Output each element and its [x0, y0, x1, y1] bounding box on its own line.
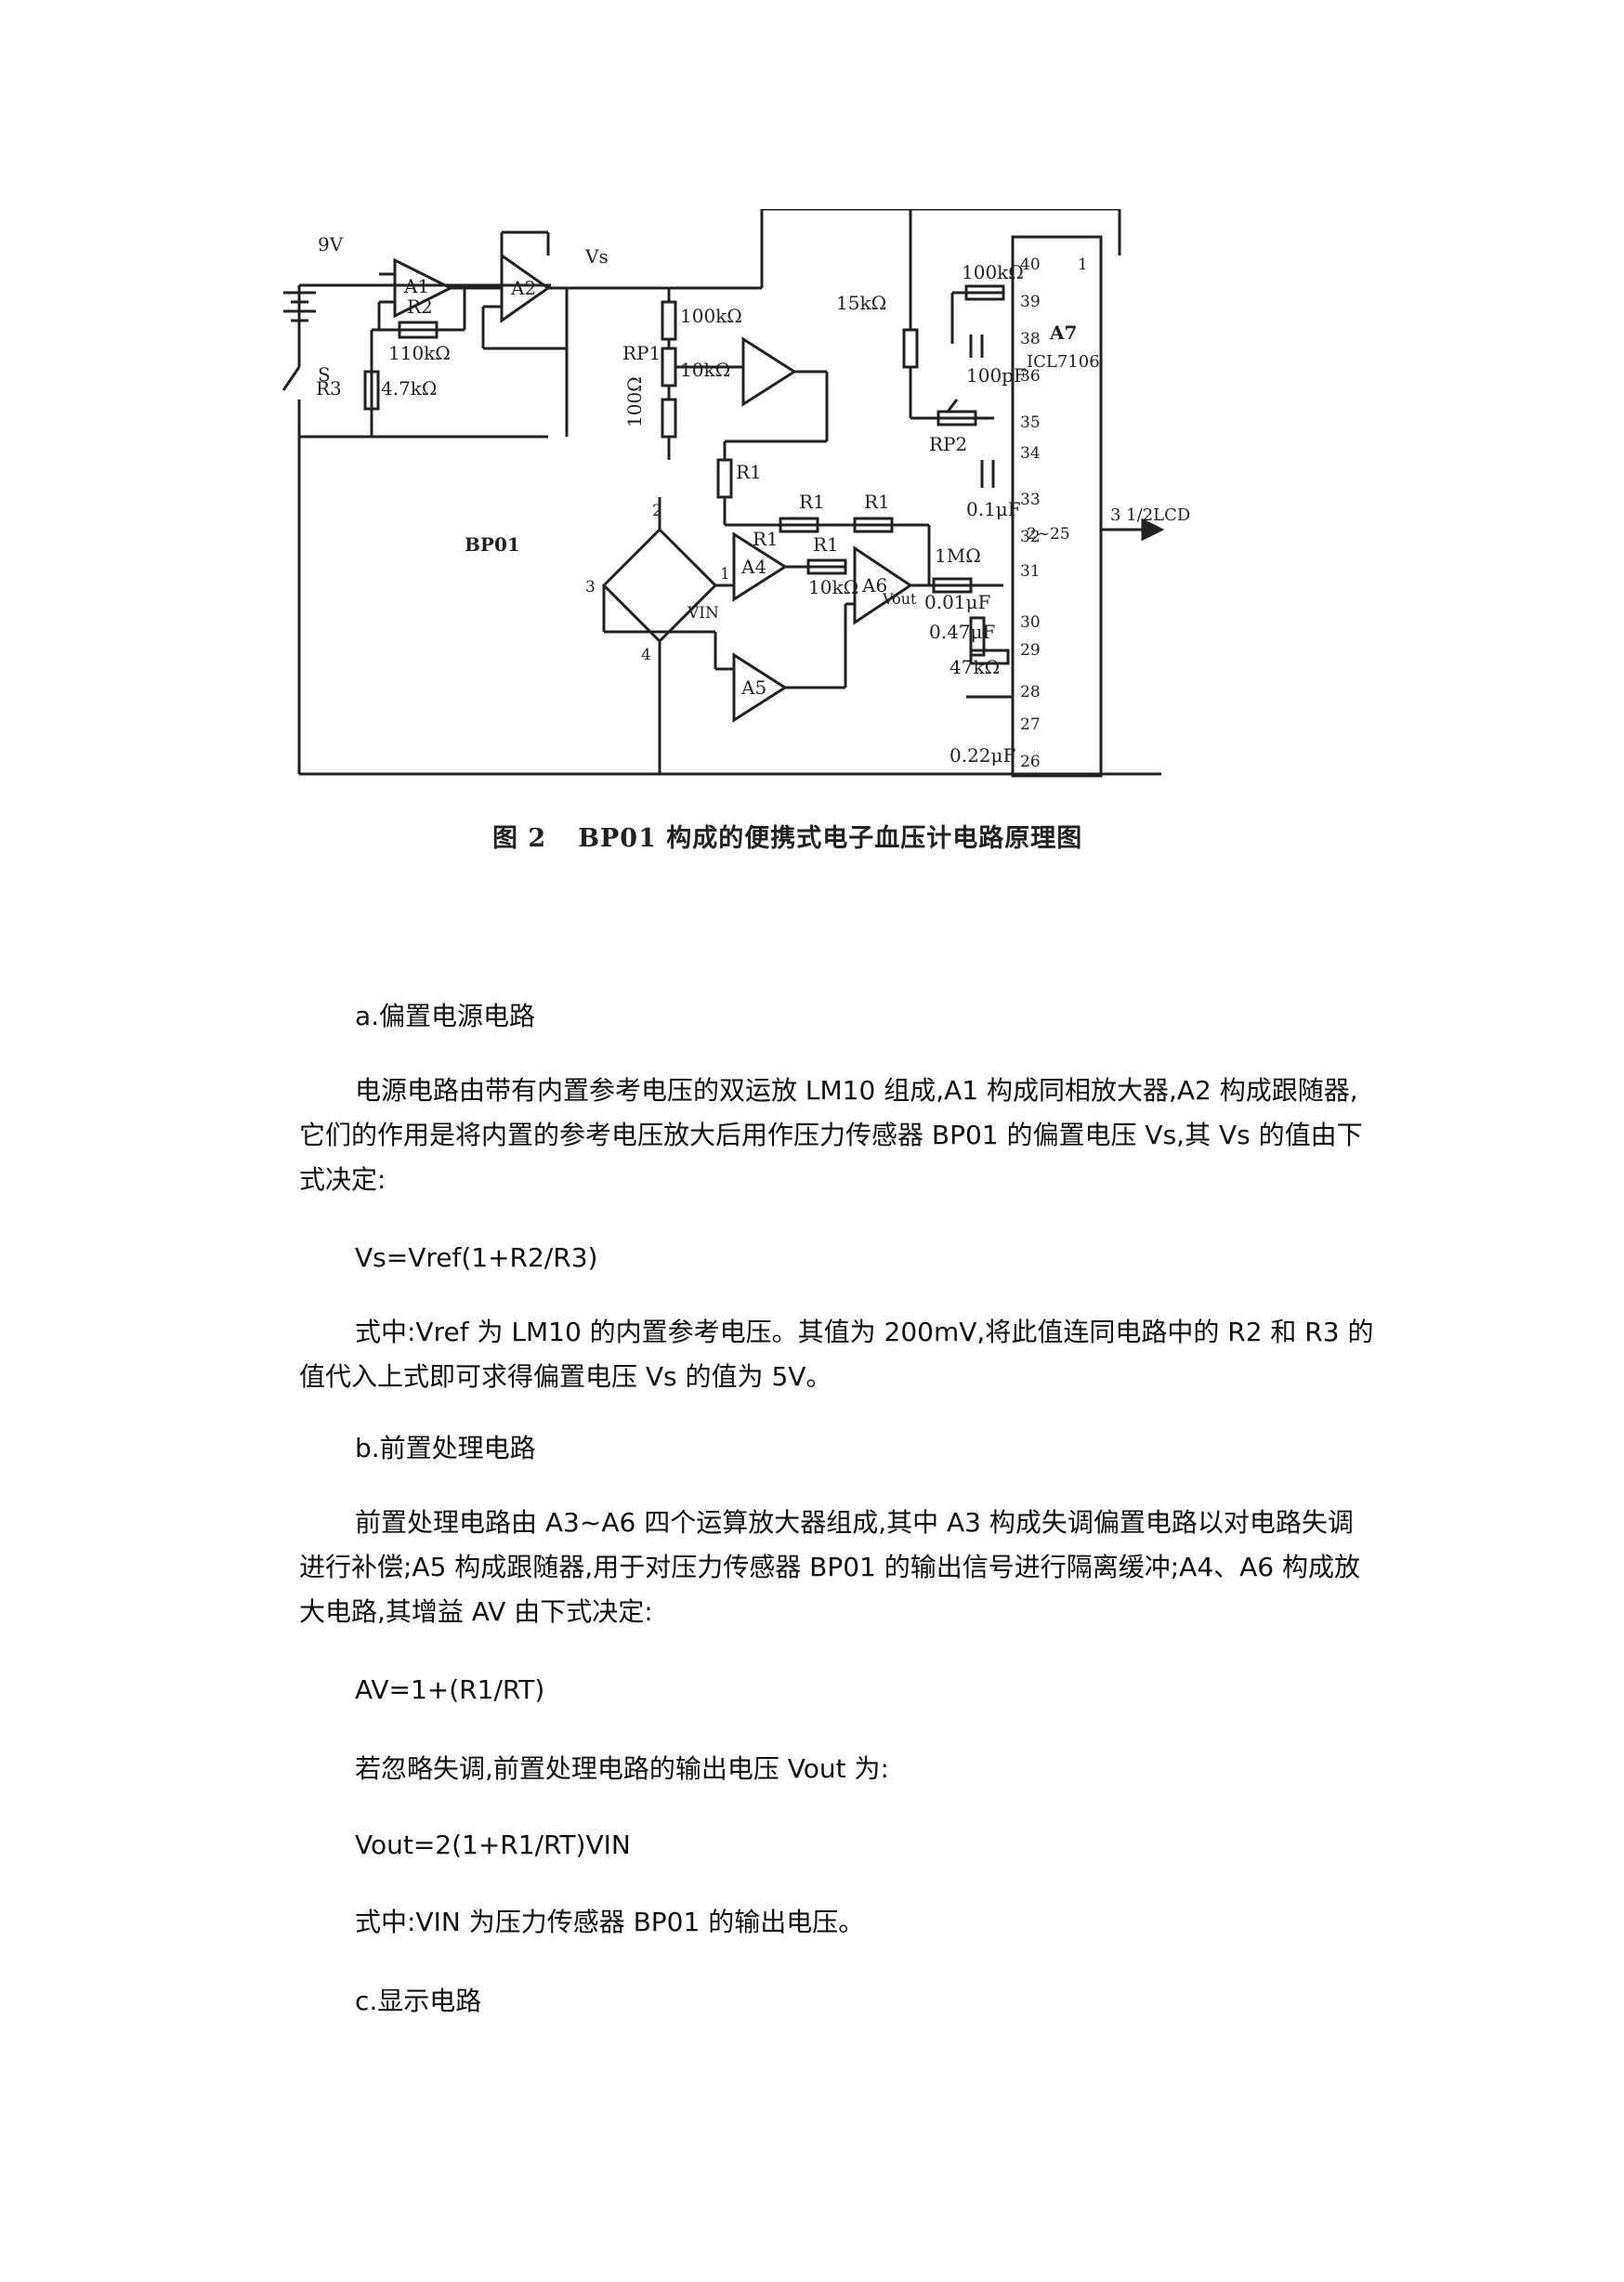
section-b-equation-1: AV=1+(R1/RT) — [355, 1674, 545, 1705]
rp2-label: RP2 — [929, 433, 967, 455]
chip-pin: 39 — [1020, 293, 1041, 311]
bridge-node-2: 2 — [652, 502, 662, 520]
bp01-label: BP01 — [465, 533, 520, 556]
figure-caption: 图 2 BP01 构成的便携式电子血压计电路原理图 — [492, 818, 1114, 854]
op-amp-a4-label: A4 — [740, 556, 766, 578]
r1-label-e: R1 — [813, 533, 839, 556]
circuit-schematic: 9V S A1 A2 R2 110kΩ R3 4.7kΩ Vs 100kΩ RP… — [282, 209, 1190, 778]
resistor-47k-label: 47kΩ — [950, 656, 1000, 678]
resistor-10k-b-label: 10kΩ — [808, 576, 858, 598]
section-a-title: a.偏置电源电路 — [355, 1001, 536, 1031]
resistor-100-label: 100Ω — [623, 376, 646, 427]
section-a-paragraph-2: 式中:Vref 为 LM10 的内置参考电压。其值为 200mV,将此值连同电路… — [299, 1317, 1374, 1392]
capacitor-100p-label: 100pF — [966, 364, 1027, 387]
chip-pin: 34 — [1020, 444, 1041, 463]
chip-icl7106-label: ICL7106 — [1027, 352, 1100, 372]
capacitor-0-47u-label: 0.47μF — [929, 621, 996, 643]
rp1-label: RP1 — [622, 342, 661, 364]
section-a-equation: Vs=Vref(1+R2/R3) — [355, 1242, 598, 1273]
section-b-paragraph-2: 若忽略失调,前置处理电路的输出电压 Vout 为: — [355, 1753, 889, 1784]
section-b-paragraph-1: 前置处理电路由 A3~A6 四个运算放大器组成,其中 A3 构成失调偏置电路以对… — [299, 1507, 1361, 1627]
r1-label-a: R1 — [736, 461, 762, 483]
chip-pin: 26 — [1020, 753, 1041, 771]
resistor-10k-label: 10kΩ — [680, 359, 730, 381]
resistor-15k-label: 15kΩ — [836, 292, 886, 314]
bridge-node-4: 4 — [641, 646, 651, 664]
chip-pin: 30 — [1020, 613, 1041, 632]
chip-pin: 33 — [1020, 491, 1041, 509]
r1-label-b: R1 — [753, 528, 779, 550]
r2-value: 110kΩ — [388, 342, 451, 364]
battery-label: 9V — [318, 233, 344, 256]
r1-label-c: R1 — [799, 491, 825, 513]
capacitor-0-22u-label: 0.22μF — [950, 744, 1016, 767]
section-a-paragraph-1: 电源电路由带有内置参考电压的双运放 LM10 组成,A1 构成同相放大器,A2 … — [299, 1075, 1363, 1195]
resistor-100k-b-label: 100kΩ — [962, 261, 1024, 283]
section-b-equation-2: Vout=2(1+R1/RT)VIN — [355, 1830, 631, 1860]
chip-pin: 31 — [1020, 562, 1041, 581]
chip-pin: 38 — [1020, 330, 1041, 348]
r2-label: R2 — [407, 295, 433, 318]
op-amp-a6-label: A6 — [861, 574, 887, 597]
section-b-title: b.前置处理电路 — [355, 1433, 536, 1463]
bridge-node-3: 3 — [585, 578, 596, 597]
r3-value: 4.7kΩ — [381, 377, 438, 400]
r3-label: R3 — [316, 377, 342, 400]
op-amp-a2-label: A2 — [510, 277, 536, 299]
chip-pin-1: 1 — [1078, 256, 1088, 274]
chip-pin: 32 — [1020, 528, 1041, 546]
bridge-node-1: 1 — [720, 565, 730, 584]
chip-pin: 35 — [1020, 413, 1041, 432]
resistor-100k-label: 100kΩ — [680, 305, 742, 327]
chip-pin: 28 — [1020, 683, 1041, 702]
chip-pin: 29 — [1020, 641, 1041, 660]
chip-pin: 40 — [1020, 256, 1041, 274]
circuit-diagram: 9V S A1 A2 R2 110kΩ R3 4.7kΩ Vs 100kΩ RP… — [279, 209, 1338, 878]
section-b-paragraph-3: 式中:VIN 为压力传感器 BP01 的输出电压。 — [355, 1907, 865, 1937]
vin-label: VIN — [687, 604, 719, 623]
capacitor-0-1u-label: 0.1μF — [966, 498, 1021, 520]
vs-label: Vs — [584, 245, 609, 268]
figure-title: BP01 构成的便携式电子血压计电路原理图 — [578, 824, 1083, 853]
section-c-title: c.显示电路 — [355, 1986, 482, 2016]
r1-label-d: R1 — [864, 491, 890, 513]
lcd-label: 3 1/2LCD — [1110, 505, 1190, 525]
switch-label: S — [318, 363, 331, 386]
chip-pins-2-25: 2~25 — [1027, 525, 1070, 544]
chip-pin: 36 — [1020, 367, 1041, 386]
figure-number: 图 2 — [492, 824, 547, 853]
vout-label: Vout — [882, 590, 917, 608]
chip-pin: 27 — [1020, 715, 1041, 734]
op-amp-a5-label: A5 — [740, 676, 766, 699]
resistor-1m-label: 1MΩ — [935, 544, 981, 567]
chip-a7-label: A7 — [1049, 321, 1077, 344]
op-amp-a1-label: A1 — [403, 275, 429, 297]
capacitor-0-01u-label: 0.01μF — [924, 591, 991, 613]
